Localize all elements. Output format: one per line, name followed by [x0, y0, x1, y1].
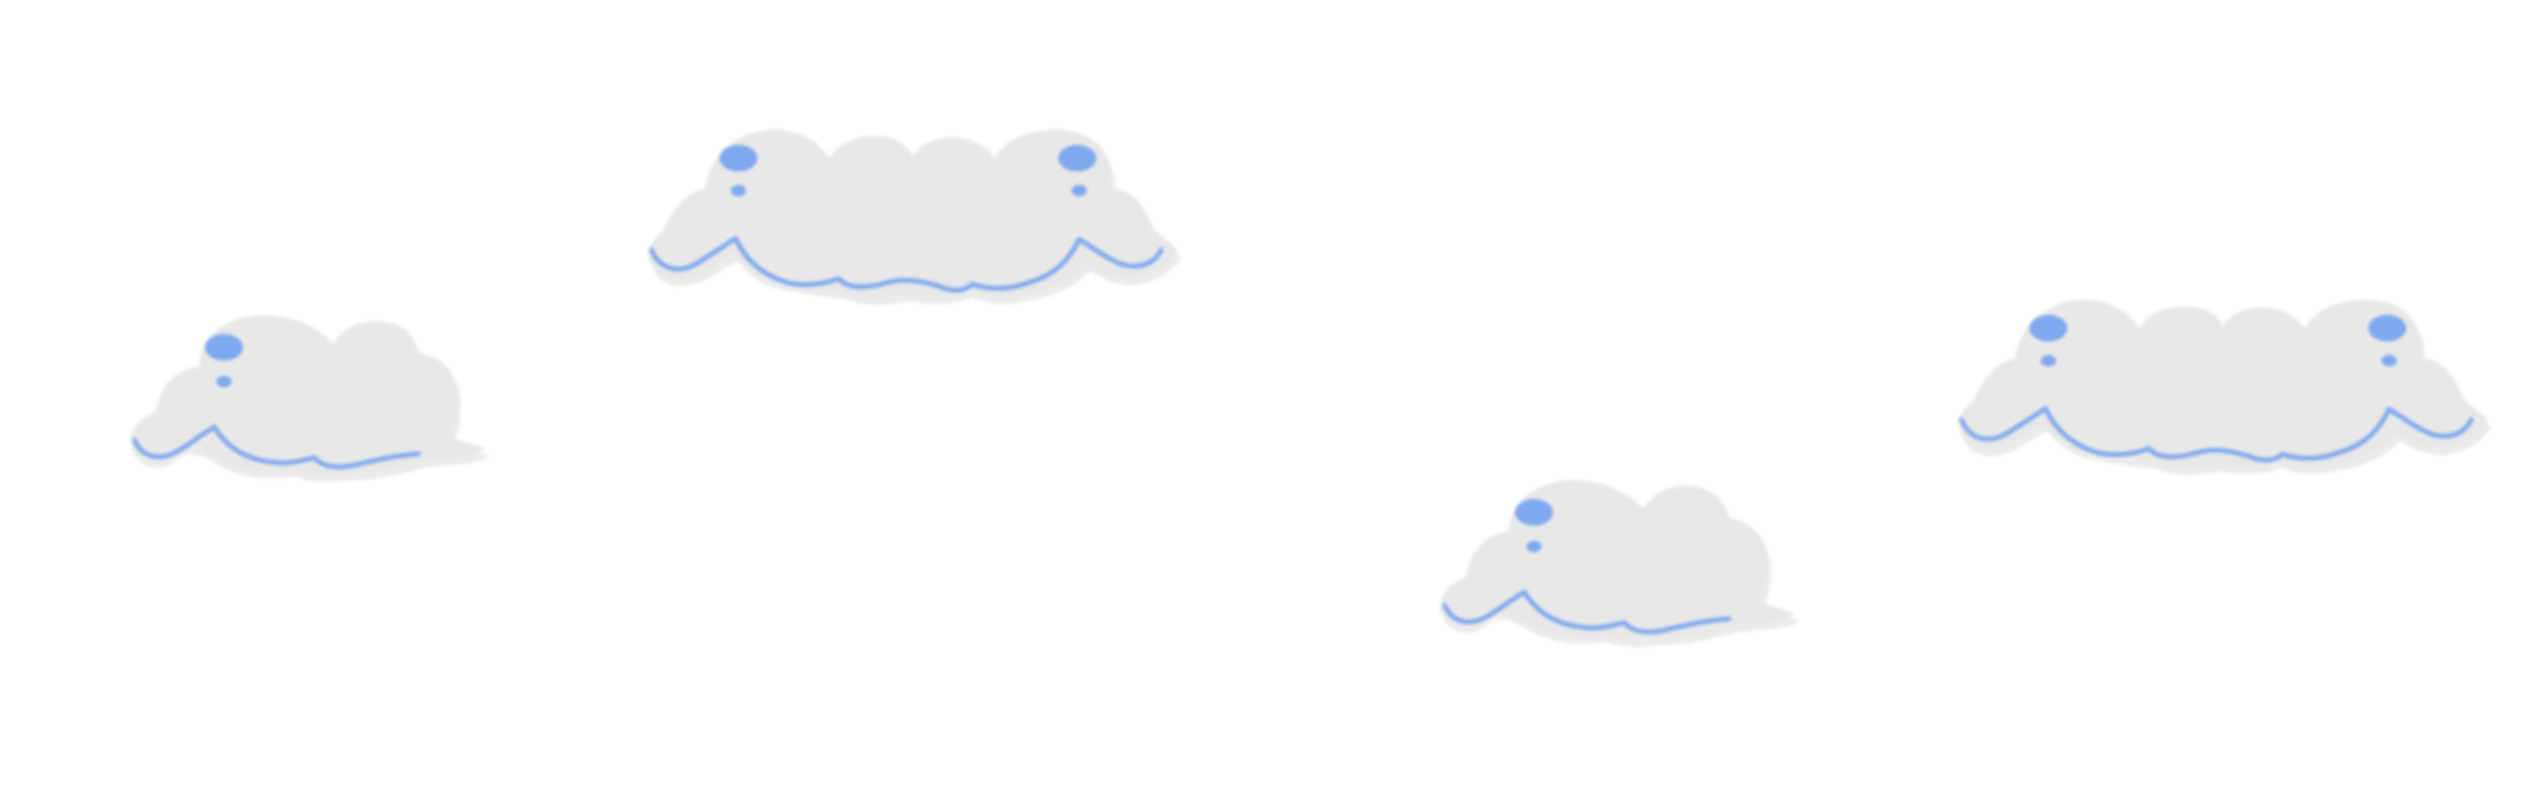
cloud-icon: [110, 305, 490, 515]
cloud-icon: [1420, 470, 1800, 680]
cloud-icon: [1925, 290, 2525, 500]
cloud-icon: [615, 120, 1215, 330]
